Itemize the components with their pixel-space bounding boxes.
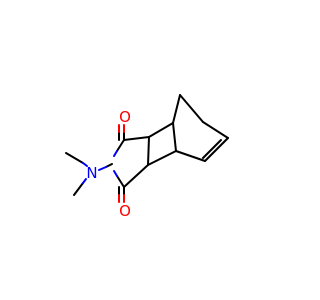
atom-label-nitrogen: N	[86, 164, 97, 182]
heteroatom-bond-layer	[82, 124, 125, 203]
bond-alkene-inner	[202, 139, 222, 159]
bond-n-n-dark	[105, 163, 113, 168]
bond-c4-c7	[172, 122, 177, 152]
bond-nme-upper	[65, 152, 84, 164]
bond-c2-c7a	[123, 164, 149, 188]
bond-c7a-c7	[147, 150, 177, 166]
bond-nme-lower	[73, 182, 84, 196]
bond-layer	[65, 94, 229, 196]
bond-n-n-blue	[98, 166, 107, 171]
molecule-structure-diagram: O O N	[0, 0, 300, 300]
atom-label-layer: O O N	[86, 108, 131, 220]
bond-c3a-c4	[148, 122, 174, 138]
background	[0, 0, 300, 300]
bond-nme-upper-blue	[82, 162, 88, 167]
bond-c4-bridge	[172, 94, 181, 124]
bond-bridge-c5	[179, 94, 204, 123]
bond-c7-c6	[175, 150, 206, 162]
bond-c2-n-dark	[116, 175, 125, 188]
bond-c1-n-blue	[113, 150, 118, 157]
atom-label-oxygen-top: O	[119, 108, 131, 126]
atom-label-oxygen-bottom: O	[119, 202, 131, 220]
bond-c3a-c7a	[147, 136, 150, 166]
bond-c2-n-blue	[113, 170, 118, 177]
bond-c1-c3a	[123, 136, 150, 141]
bond-c6-alkene	[204, 137, 229, 162]
bond-nme-lower-blue	[82, 178, 87, 184]
bond-c1-n-dark	[116, 139, 125, 152]
bond-c5-c6-outer	[202, 121, 229, 139]
